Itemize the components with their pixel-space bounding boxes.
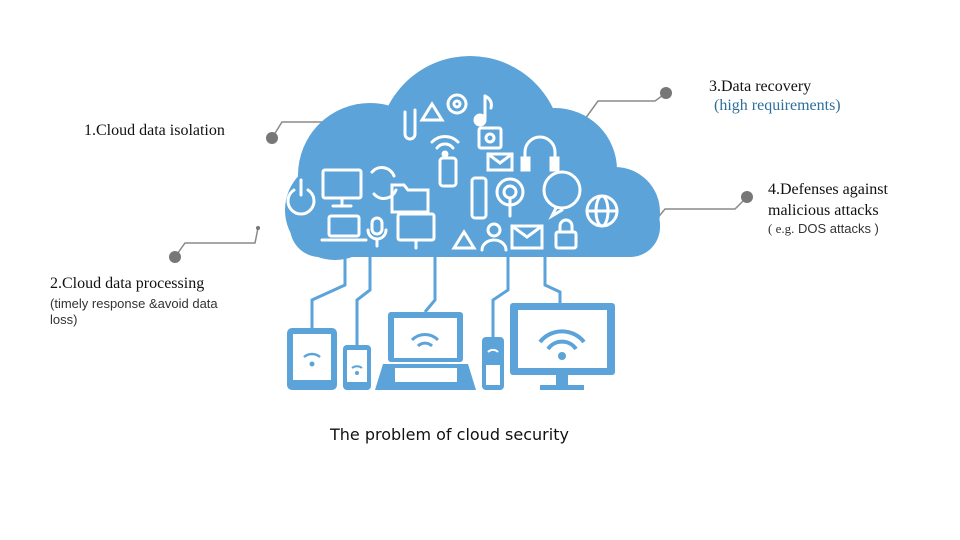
diagram-caption: The problem of cloud security (330, 425, 569, 444)
music-note-icon (473, 94, 493, 127)
laptop-icon (320, 214, 368, 242)
camera-icon (477, 126, 503, 150)
remote-device-icon (482, 337, 504, 390)
mail-icon (486, 152, 514, 172)
connector-recovery (583, 87, 672, 121)
label-data-recovery: 3.Data recovery (709, 78, 812, 95)
smartphone-icon (343, 345, 371, 390)
mail-icon-large (510, 224, 544, 250)
remote-icon (470, 176, 488, 220)
label-cloud-data-isolation: 1.Cloud data isolation (84, 122, 225, 139)
defense-note-rest: DOS attacks ) (794, 221, 879, 236)
phone-icon (438, 156, 458, 188)
headphones-icon (520, 135, 560, 172)
user-icon (480, 222, 508, 252)
signal-icon (495, 177, 525, 218)
power-icon (286, 178, 316, 216)
recycle-icon (370, 166, 398, 200)
device-cables (310, 255, 562, 345)
connector-defense (649, 191, 753, 228)
label-cloud-data-processing: 2.Cloud data processing (50, 275, 205, 292)
label-defense-line2: malicious attacks (768, 202, 879, 219)
lock-icon (554, 218, 578, 250)
gear-icon (446, 93, 468, 115)
monitor-icon (321, 168, 363, 208)
cloud-shape (285, 56, 660, 260)
label-defense-note: ( e.g. DOS attacks ) (768, 221, 879, 237)
connector-processing (169, 226, 260, 263)
defense-note-prefix: ( e.g. (768, 221, 795, 236)
wifi-icon (430, 135, 460, 158)
label-processing-note: (timely response &avoid data loss) (50, 296, 218, 327)
laptop-device-icon (375, 312, 476, 390)
tablet-icon (287, 328, 337, 390)
globe-icon (585, 194, 619, 228)
speech-bubble-icon (542, 170, 582, 220)
microphone-icon (366, 216, 388, 248)
monitor-device-icon (510, 303, 615, 390)
folder-icon (390, 183, 430, 214)
label-defense-line1: 4.Defenses against (768, 181, 888, 198)
monitor-wifi-icon (396, 212, 436, 250)
recycle-icon-top (419, 101, 445, 122)
recycle-icon-bottom (451, 229, 477, 250)
label-recovery-note: (high requirements) (714, 97, 841, 114)
paperclip-icon (403, 108, 417, 141)
